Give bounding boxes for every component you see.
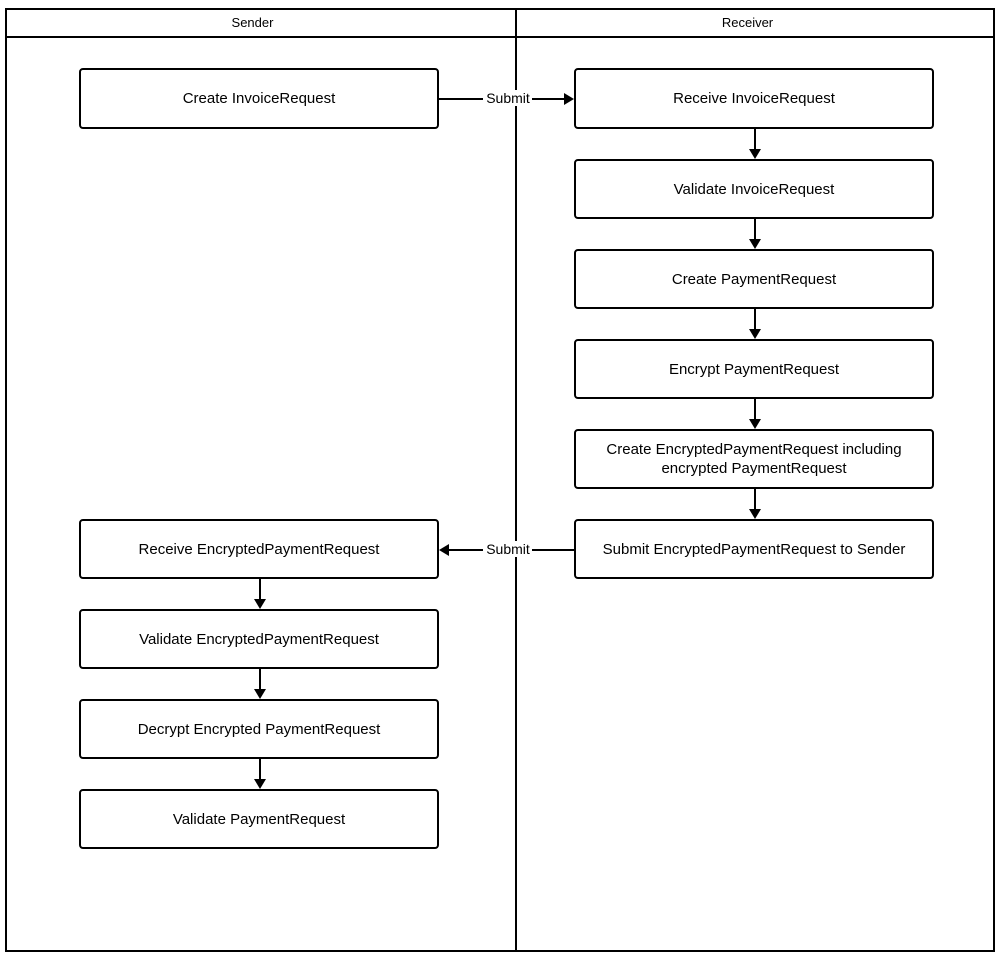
- lane-title-receiver: Receiver: [721, 14, 774, 30]
- edge-n3-to-n4: [749, 219, 761, 249]
- node-label: Receive EncryptedPaymentRequest: [138, 540, 380, 558]
- lane-title-sender: Sender: [231, 14, 274, 30]
- edge-label-submit-1: Submit: [484, 90, 532, 106]
- node-create-invoicerequest[interactable]: Create InvoiceRequest: [79, 68, 439, 129]
- edge-n9-to-n10: [254, 669, 266, 699]
- node-label: Create PaymentRequest: [671, 270, 837, 288]
- node-label: Receive InvoiceRequest: [673, 90, 835, 107]
- node-receive-encryptedpaymentrequest[interactable]: Receive EncryptedPaymentRequest: [79, 519, 439, 579]
- edge-n7-to-n8: [439, 544, 574, 556]
- node-label: Submit EncryptedPaymentRequest to Sender: [602, 540, 906, 558]
- node-label: Validate InvoiceRequest: [673, 180, 835, 198]
- lane-divider: [515, 8, 517, 952]
- node-label: Validate EncryptedPaymentRequest: [139, 630, 379, 648]
- node-create-paymentrequest[interactable]: Create PaymentRequest: [574, 249, 934, 309]
- edge-n4-to-n5: [749, 309, 761, 339]
- edge-n2-to-n3: [749, 129, 761, 159]
- edge-label-submit-2: Submit: [484, 541, 532, 557]
- node-submit-encryptedpaymentrequest-to-sender[interactable]: Submit EncryptedPaymentRequest to Sender: [574, 519, 934, 579]
- swimlane-header-row: Sender Receiver: [5, 8, 995, 38]
- node-encrypt-paymentrequest[interactable]: Encrypt PaymentRequest: [574, 339, 934, 399]
- node-label: Validate PaymentRequest: [172, 810, 346, 828]
- edge-n10-to-n11: [254, 759, 266, 789]
- lane-header-sender: Sender: [5, 8, 500, 36]
- node-receive-invoicerequest[interactable]: Receive InvoiceRequest: [574, 68, 934, 129]
- edge-n1-to-n2: [439, 93, 574, 105]
- node-validate-paymentrequest[interactable]: Validate PaymentRequest: [79, 789, 439, 849]
- edge-n8-to-n9: [254, 579, 266, 609]
- node-decrypt-encrypted-paymentrequest[interactable]: Decrypt Encrypted PaymentRequest: [79, 699, 439, 759]
- node-label: Decrypt Encrypted PaymentRequest: [137, 720, 381, 738]
- node-label: Create InvoiceRequest: [182, 90, 336, 107]
- lane-header-receiver: Receiver: [500, 8, 995, 36]
- edge-n5-to-n6: [749, 399, 761, 429]
- edge-n6-to-n7: [749, 489, 761, 519]
- node-validate-invoicerequest[interactable]: Validate InvoiceRequest: [574, 159, 934, 219]
- node-validate-encryptedpaymentrequest[interactable]: Validate EncryptedPaymentRequest: [79, 609, 439, 669]
- node-label: Create EncryptedPaymentRequest including…: [606, 441, 902, 477]
- node-create-encryptedpaymentrequest[interactable]: Create EncryptedPaymentRequest including…: [574, 429, 934, 489]
- node-label: Encrypt PaymentRequest: [668, 360, 840, 378]
